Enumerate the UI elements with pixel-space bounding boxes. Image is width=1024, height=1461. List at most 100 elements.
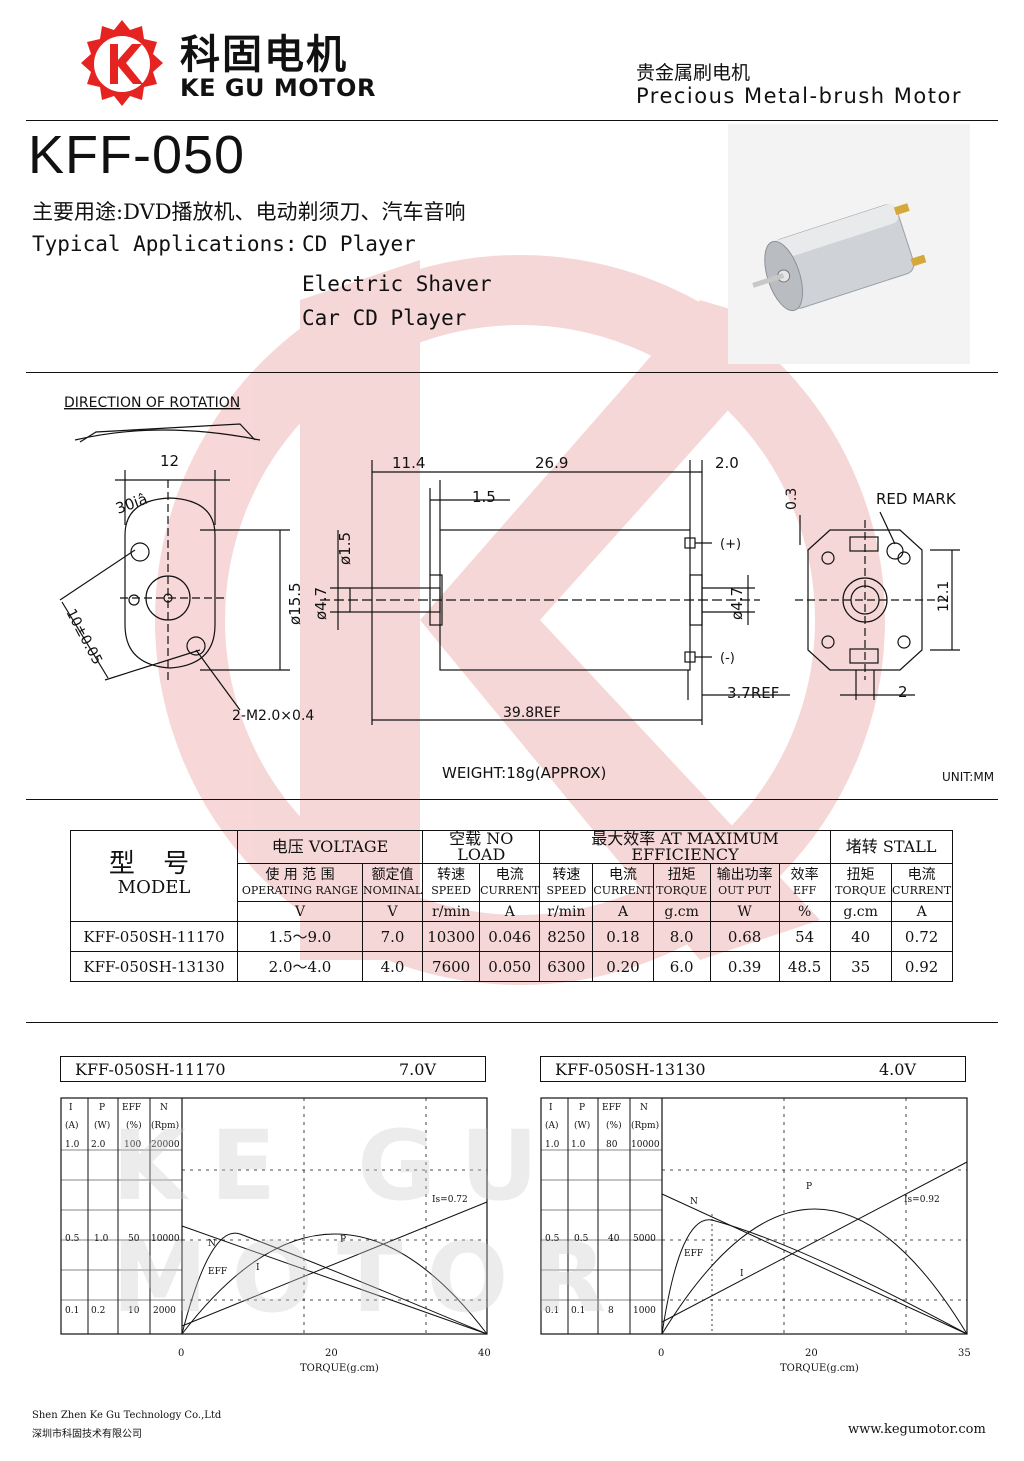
unit-cell: W [709,901,780,922]
dim-shaft-dia: ø1.5 [336,532,354,565]
section-divider [26,1022,998,1023]
table-cell: 0.92 [890,951,953,982]
table-cell: 0.72 [890,921,953,952]
x-tick: 0 [178,1348,184,1359]
dim-boss-dia-left: ø4.7 [312,587,330,620]
watermark-text: KE GU MOTOR [112,1110,631,1334]
applications-cn: 主要用途:DVD播放机、电动剃须刀、汽车音响 [32,200,466,224]
scale-top: 100 [124,1140,141,1150]
model-header: 型 号 MODEL [70,830,238,922]
dim-boss-dia-right: ø4.7 [728,587,746,620]
chart-title-box: KFF-050SH-11170 7.0V [60,1056,486,1082]
scale-top: 80 [606,1140,618,1150]
table-cell: 8250 [539,921,594,952]
table-cell: 4.0 [361,951,424,982]
scale-mid: 1.0 [94,1234,109,1244]
footer-url-link[interactable]: www.kegumotor.com [848,1422,986,1437]
model-header-cn: 型 号 [108,849,200,879]
curve-label-n: N [208,1239,216,1249]
table-cell: 2.0～4.0 [237,951,363,982]
axis-unit: (Rpm) [151,1120,179,1131]
unit-cell: % [778,901,831,922]
axis-head: EFF [602,1103,621,1113]
unit-cell: A [592,901,654,922]
curve-label-p: P [340,1235,346,1245]
table-cell: 1.5～9.0 [237,921,363,952]
footer-company-cn: 深圳市科固技术有限公司 [32,1429,142,1440]
scale-low: 0.1 [65,1306,79,1316]
x-axis-label: TORQUE(g.cm) [780,1363,859,1374]
section-divider [26,372,998,373]
curve-label-i: I [256,1263,260,1273]
x-axis-label: TORQUE(g.cm) [300,1363,379,1374]
spec-table: 型 号 MODEL 电压 VOLTAGE 空载 NO LOAD 最大效率 AT … [70,830,953,982]
unit-cell: r/min [422,901,481,922]
x-tick: 40 [478,1348,491,1359]
table-cell: 0.046 [479,921,541,952]
footer-company-en: Shen Zhen Ke Gu Technology Co.,Ltd [32,1410,222,1421]
unit-cell: V [237,901,363,922]
curve-label-eff: EFF [684,1249,703,1259]
dim-2: 2 [898,683,908,701]
scale-top: 20000 [151,1140,180,1150]
axis-head: P [579,1103,585,1113]
table-cell: 0.18 [592,921,654,952]
dim-2-0: 2.0 [715,454,739,472]
axis-unit: (A) [65,1120,79,1131]
applications-label: Typical Applications: [32,232,298,256]
dim-hole-spacing: 10±0.05 [62,606,105,667]
unit-cell: V [361,901,424,922]
curve-label-i: I [740,1269,744,1279]
table-cell: 54 [778,921,831,952]
model-title: KFF-050 [28,125,246,185]
ke-gu-logo-icon [81,20,163,106]
application-item: Car CD Player [302,306,467,330]
chart-voltage: 4.0V [879,1060,916,1079]
curve-efficiency [181,1232,488,1335]
scale-low: 1000 [633,1306,656,1316]
technical-drawing: DIRECTION OF ROTATION 12 30iâ ø15.5 10±0… [59,395,994,784]
brand-name-cn: 科固电机 [180,32,348,78]
curve-efficiency [661,1219,968,1335]
curve-speed [661,1193,968,1335]
dim-3-7: 3.7REF [727,684,779,702]
table-cell: 48.5 [778,951,831,982]
table-cell: KFF-050SH-13130 [70,951,238,982]
dim-screws: 2-M2.0×0.4 [232,708,314,724]
axis-unit: (%) [606,1120,622,1131]
chart-voltage: 7.0V [399,1060,436,1079]
red-mark-label: RED MARK [876,490,957,508]
stall-label: Is=0.92 [904,1195,940,1205]
table-row: KFF-050SH-13130 2.0～4.0 4.0 7600 0.050 6… [70,951,953,982]
dim-1-5: 1.5 [472,488,496,506]
x-tick: 20 [805,1348,818,1359]
curve-label-eff: EFF [208,1267,227,1277]
table-cell: 35 [829,951,892,982]
axis-unit: (%) [126,1120,142,1131]
table-cell: 7.0 [361,921,424,952]
axis-head: P [99,1103,105,1113]
axis-head: EFF [122,1103,141,1113]
axis-head: N [640,1103,648,1113]
curve-label-p: P [806,1182,812,1192]
scale-low: 0.2 [91,1306,105,1316]
scale-top: 10000 [631,1140,660,1150]
scale-top: 1.0 [65,1140,80,1150]
application-item: Electric Shaver [302,272,492,296]
axis-head: N [160,1103,168,1113]
table-cell: 7600 [422,951,481,982]
curve-power [661,1208,968,1335]
table-cell: 8.0 [652,921,711,952]
table-cell: 0.20 [592,951,654,982]
scale-low: 0.1 [545,1306,559,1316]
axis-head: I [549,1103,553,1113]
header-divider [26,120,998,121]
scale-low: 8 [608,1306,614,1316]
performance-chart: I P EFF N (A) (W) (%) (Rpm) 1.0 1.0 80 1… [540,1094,980,1384]
